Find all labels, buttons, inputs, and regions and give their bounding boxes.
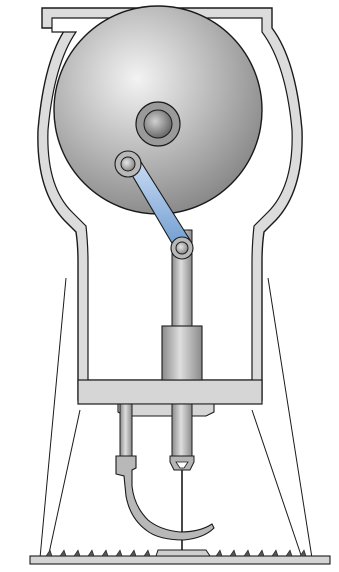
crossbar <box>78 380 262 404</box>
feed-dog-tooth <box>258 550 264 556</box>
right-support-inner-line <box>252 410 302 558</box>
left-support-inner-line <box>48 410 80 558</box>
feed-dog-tooth <box>144 550 150 556</box>
feed-dog-teeth-left <box>46 550 150 556</box>
needle-bar-lower-rod <box>172 404 192 456</box>
needle-bar-block <box>162 326 202 380</box>
feed-dog-tooth <box>74 550 80 556</box>
feed-dog-tooth <box>300 550 306 556</box>
feed-dog-tooth <box>230 550 236 556</box>
feed-dog-tooth <box>272 550 278 556</box>
throat-plate <box>156 550 210 556</box>
presser-bar <box>120 404 132 458</box>
presser-foot <box>116 456 214 540</box>
feed-dog-tooth <box>116 550 122 556</box>
right-support-outer-line <box>268 278 312 558</box>
bed-plate <box>30 556 330 564</box>
crank-pin <box>121 157 135 171</box>
presser-foot-assembly <box>116 404 214 540</box>
feed-dog-tooth <box>286 550 292 556</box>
flywheel <box>54 6 262 214</box>
machine-bed <box>30 550 330 564</box>
flywheel-hub <box>144 110 172 138</box>
feed-dog-teeth-right <box>216 550 306 556</box>
feed-dog-tooth <box>244 550 250 556</box>
feed-dog-tooth <box>130 550 136 556</box>
feed-dog-tooth <box>60 550 66 556</box>
feed-dog-tooth <box>46 550 52 556</box>
wrist-pin <box>176 242 188 254</box>
needle-bar-bearing <box>78 380 262 416</box>
feed-dog-tooth <box>216 550 222 556</box>
feed-dog-tooth <box>102 550 108 556</box>
feed-dog-tooth <box>88 550 94 556</box>
left-support-outer-line <box>40 278 66 558</box>
